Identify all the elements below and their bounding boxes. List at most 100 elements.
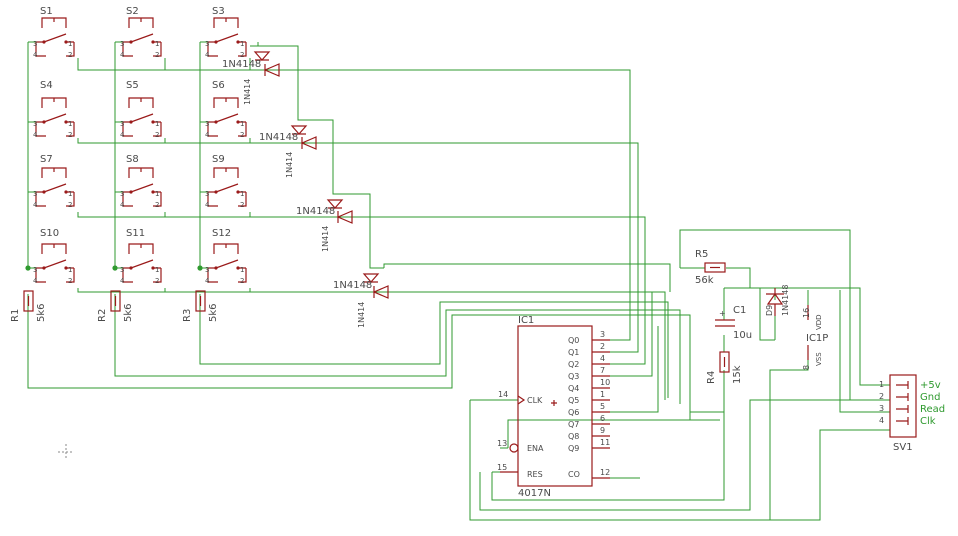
- ic1-vss-label: VSS: [815, 352, 823, 366]
- diodes: 1N4148 1N414 1N4148 1N414 1N4148 1N414 1…: [222, 51, 790, 328]
- pin-number: 4: [205, 277, 210, 285]
- pin-number: 4: [120, 131, 125, 139]
- pin-number: 2: [240, 51, 244, 59]
- switch-s8[interactable]: [122, 167, 162, 207]
- r3-value-label: 5k6: [208, 303, 219, 322]
- switch-s12[interactable]: [207, 243, 247, 283]
- diode-pair-1[interactable]: 1N4148 1N414: [222, 51, 280, 105]
- pin-number: 1: [240, 266, 244, 274]
- ic1-power[interactable]: IC1P VDD 16 VSS 8: [802, 305, 828, 370]
- ic1-power-name-label: IC1P: [806, 333, 828, 344]
- label-s1: S1: [40, 6, 53, 17]
- r4-name-label: R4: [706, 371, 717, 384]
- c1-name-label: C1: [733, 305, 746, 316]
- pin-number: 4: [205, 51, 210, 59]
- pin-number: 2: [155, 51, 159, 59]
- pin-number: 3: [205, 190, 209, 198]
- ic1-pin-number: 1: [600, 390, 605, 399]
- diode-value-label: 1N4148: [222, 59, 261, 70]
- ic1-pin-number: 12: [600, 468, 610, 477]
- switch-s9[interactable]: [207, 167, 247, 207]
- diode-value-label: 1N414: [285, 152, 294, 178]
- pin-number: 2: [240, 131, 244, 139]
- diode-value-label: 1N414: [357, 302, 366, 328]
- diode-pair-3[interactable]: 1N4148 1N414: [296, 199, 353, 252]
- junction-dot: [197, 265, 203, 271]
- switch-s7[interactable]: [35, 167, 75, 207]
- connector-sv1[interactable]: SV1 1 2 3 4 +5v Gnd Read Clk: [879, 374, 945, 453]
- pin-number: 4: [33, 201, 38, 209]
- ic1-pin-number: 7: [600, 366, 605, 375]
- pin-number: 3: [205, 266, 209, 274]
- pin-number: 1: [240, 120, 244, 128]
- pin-number: 3: [120, 120, 124, 128]
- r5-name-label: R5: [695, 249, 708, 260]
- sv1-pin-number: 1: [879, 380, 884, 389]
- ic1-q9-label: Q9: [568, 444, 579, 453]
- pin-number: 2: [68, 131, 72, 139]
- switch-s11[interactable]: [122, 243, 162, 283]
- switch-s1[interactable]: [35, 17, 75, 57]
- switch-s2[interactable]: [122, 17, 162, 57]
- resistor-r3[interactable]: R3 5k6: [182, 290, 219, 322]
- resistors: R1 5k6 R2 5k6 R3 5k6 R4 15k R5 56k: [10, 249, 743, 384]
- d9-value-label: 1N4148: [781, 285, 790, 316]
- ic1-q2-label: Q2: [568, 360, 579, 369]
- pin-number: 1: [68, 190, 72, 198]
- ic1-q7-label: Q7: [568, 420, 579, 429]
- pin-number: 1: [155, 40, 159, 48]
- ic1-q3-label: Q3: [568, 372, 579, 381]
- resistor-r1[interactable]: R1 5k6: [10, 290, 47, 322]
- pin-number: 4: [205, 131, 210, 139]
- ic1-q5-label: Q5: [568, 396, 579, 405]
- pin-number: 3: [120, 40, 124, 48]
- ic1-pin-number: 6: [600, 414, 605, 423]
- pin-number: 2: [155, 131, 159, 139]
- pin-number: 4: [33, 51, 38, 59]
- switch-s10[interactable]: [35, 243, 75, 283]
- capacitor-c1[interactable]: C1 10u +: [715, 305, 752, 341]
- r5-value-label: 56k: [695, 275, 714, 286]
- r3-name-label: R3: [182, 309, 193, 322]
- resistor-r5[interactable]: R5 56k: [695, 249, 726, 286]
- c1-polarity-label: +: [719, 309, 726, 318]
- switch-s4[interactable]: [35, 97, 75, 137]
- ic1-pin-number: 11: [600, 438, 610, 447]
- pin-number: 3: [33, 266, 37, 274]
- ic1-output-pins: Q0 Q1 Q2 Q3 Q4 Q5 Q6 Q7 Q8 Q9 CO 3 2 4 7…: [568, 330, 610, 479]
- diode-value-label: 1N414: [243, 79, 252, 105]
- ic1-q1-label: Q1: [568, 348, 579, 357]
- pin-number: 3: [120, 190, 124, 198]
- junction-dot: [25, 265, 31, 271]
- junction-dot: [112, 265, 118, 271]
- pin-number: 4: [120, 51, 125, 59]
- ic1-input-pins: CLK 14 ENA 13 RES 15: [497, 390, 557, 479]
- ic1-co-label: CO: [568, 470, 580, 479]
- pin-number: 1: [68, 40, 72, 48]
- pin-number: 2: [68, 201, 72, 209]
- label-s11: S11: [126, 228, 145, 239]
- ic1-vdd-label: VDD: [815, 314, 823, 330]
- switch-s5[interactable]: [122, 97, 162, 137]
- ic1-4017[interactable]: IC1 4017N Q0 Q1 Q2 Q3 Q4 Q5 Q6 Q7 Q8 Q9 …: [497, 315, 610, 499]
- ic1-q6-label: Q6: [568, 408, 579, 417]
- r1-value-label: 5k6: [36, 303, 47, 322]
- r4-value-label: 15k: [732, 365, 743, 384]
- switch-s3[interactable]: [207, 17, 247, 57]
- pin-number: 3: [120, 266, 124, 274]
- resistor-r4[interactable]: R4 15k: [706, 351, 743, 384]
- diode-pair-2[interactable]: 1N4148 1N414: [259, 125, 317, 178]
- pin-number: 4: [33, 277, 38, 285]
- resistor-r2[interactable]: R2 5k6: [97, 290, 134, 322]
- pin-number: 2: [240, 277, 244, 285]
- ic1-q8-label: Q8: [568, 432, 579, 441]
- switch-s6[interactable]: [207, 97, 247, 137]
- sv1-pin-number: 3: [879, 404, 884, 413]
- diode-pair-4[interactable]: 1N4148 1N414: [333, 273, 389, 328]
- switch-labels: S1 S2 S3 S4 S5 S6 S7 S8 S9 S10 S11 S12: [40, 6, 231, 239]
- switch-matrix: [35, 17, 247, 283]
- ic1-name-label: IC1: [518, 315, 534, 326]
- diode-d9[interactable]: D9 1N4148: [765, 285, 790, 316]
- label-s10: S10: [40, 228, 59, 239]
